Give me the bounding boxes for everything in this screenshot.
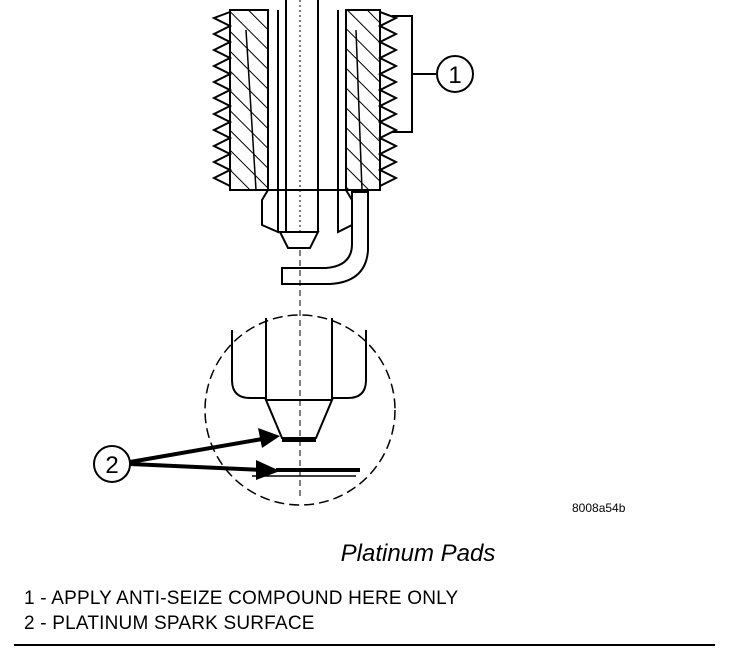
callout-2: 2 bbox=[93, 445, 131, 483]
electrode-detail bbox=[231, 318, 367, 477]
callout-1-bracket bbox=[392, 15, 436, 133]
left-threads bbox=[211, 11, 233, 187]
reference-code: 8008a54b bbox=[572, 501, 626, 515]
legend-item-1: 1 - APPLY ANTI-SEIZE COMPOUND HERE ONLY bbox=[24, 588, 459, 609]
figure-caption: Platinum Pads bbox=[340, 540, 496, 567]
callout-1: 1 bbox=[436, 55, 474, 93]
callout-1-number: 1 bbox=[448, 62, 461, 89]
callout-2-number: 2 bbox=[105, 452, 118, 479]
legend-item-2: 2 - PLATINUM SPARK SURFACE bbox=[24, 613, 315, 634]
detail-circle bbox=[204, 314, 396, 506]
ground-electrode bbox=[281, 191, 369, 285]
center-electrode bbox=[278, 0, 320, 249]
legend: 1 - APPLY ANTI-SEIZE COMPOUND HERE ONLY … bbox=[24, 586, 458, 636]
bottom-rule bbox=[14, 644, 715, 646]
right-threads bbox=[377, 11, 399, 187]
spark-plug-shell bbox=[229, 9, 381, 191]
callout-2-arrows bbox=[129, 428, 280, 480]
